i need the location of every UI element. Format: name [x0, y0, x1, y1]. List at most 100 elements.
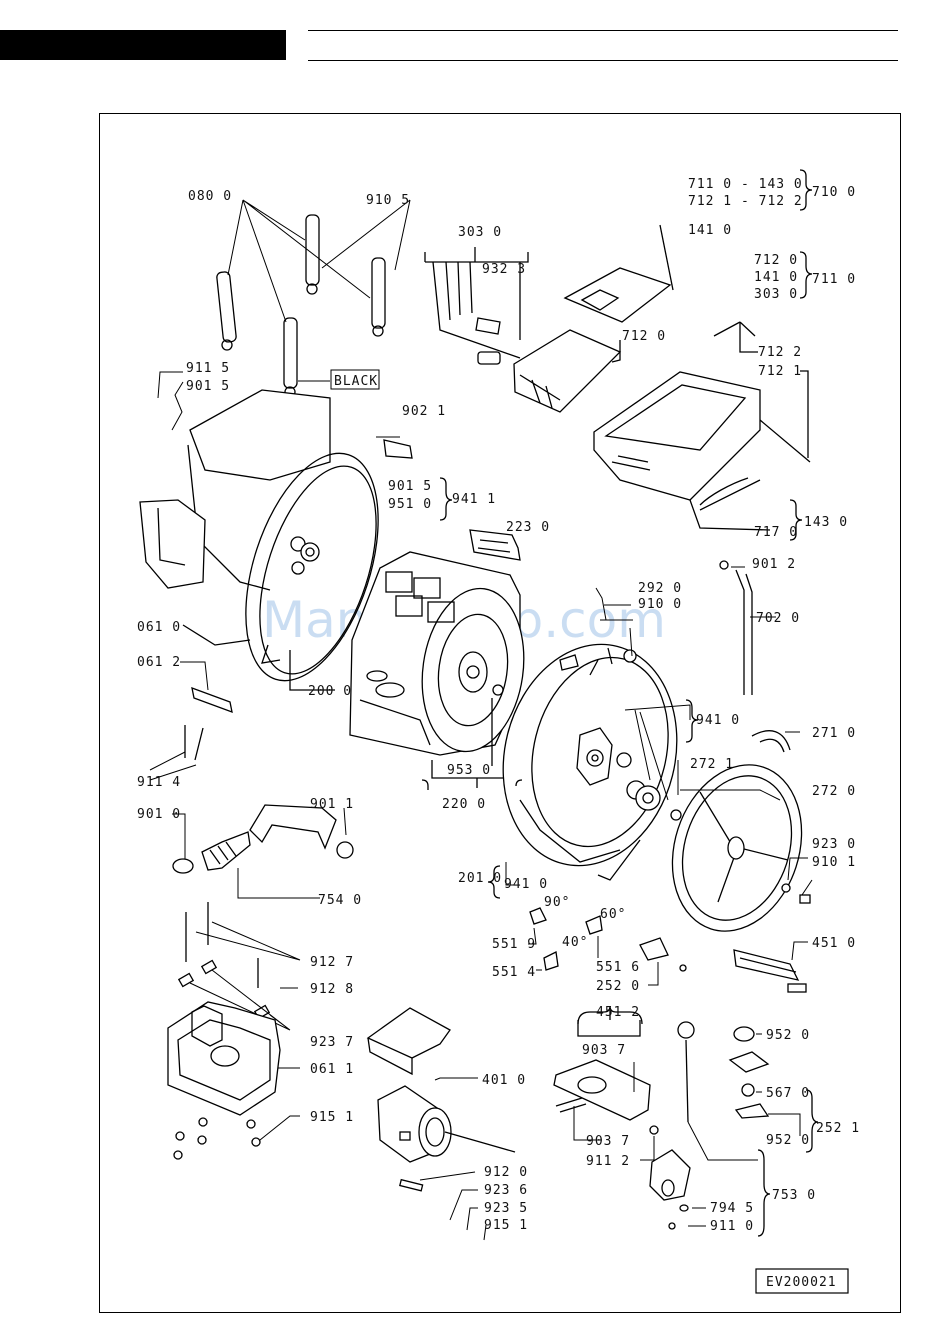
label-5516: 551 6 [596, 960, 640, 975]
label-7020: 702 0 [756, 611, 800, 626]
motor [366, 1007, 516, 1241]
label-9323: 932 3 [482, 262, 526, 277]
label-7530: 753 0 [772, 1188, 816, 1203]
header-rule-bottom [308, 60, 898, 61]
label-2721: 272 1 [690, 757, 734, 772]
label-9410-bottom: 941 0 [504, 877, 548, 892]
label-9411: 941 1 [452, 492, 496, 507]
label-5514: 551 4 [492, 965, 536, 980]
label-4512: 451 2 [596, 1005, 640, 1020]
label-7170: 717 0 [754, 525, 798, 540]
detergent-dispenser [424, 224, 811, 531]
hoses [699, 477, 776, 695]
counterweight-2230 [469, 529, 521, 561]
label-90deg: 90° [544, 895, 570, 910]
label-7122: 712 2 [758, 345, 802, 360]
thermostat-switches [528, 907, 687, 986]
label-9105: 910 5 [366, 193, 410, 208]
label-black: BLACK [334, 374, 378, 389]
label-9101: 910 1 [812, 855, 856, 870]
label-9100: 910 0 [638, 597, 682, 612]
label-5519: 551 9 [492, 937, 536, 952]
label-2920: 292 0 [638, 581, 682, 596]
label-9235: 923 5 [484, 1201, 528, 1216]
label-4010: 401 0 [482, 1073, 526, 1088]
label-9015-top: 901 5 [186, 379, 230, 394]
label-9520-top: 952 0 [766, 1028, 810, 1043]
clip-9021 [383, 439, 413, 459]
label-7121: 712 1 [758, 364, 802, 379]
label-7110-1430: 711 0 - 143 0 [688, 177, 803, 192]
label-3030-group: 303 0 [754, 287, 798, 302]
label-7540: 754 0 [318, 893, 362, 908]
label-7120: 712 0 [622, 329, 666, 344]
label-40deg: 40° [562, 935, 588, 950]
rear-tub-and-control-box [139, 389, 379, 691]
label-9011: 901 1 [310, 797, 354, 812]
label-9112: 911 2 [586, 1154, 630, 1169]
label-7100: 710 0 [812, 185, 856, 200]
doc-code-box [755, 1268, 849, 1294]
label-9015: 901 5 [388, 479, 432, 494]
part-labels: 080 0 910 5 303 0 932 3 141 0 711 0 - 14… [137, 177, 860, 1234]
label-9236: 923 6 [484, 1183, 528, 1198]
label-9230: 923 0 [812, 837, 856, 852]
label-2720: 272 0 [812, 784, 856, 799]
label-9114: 911 4 [137, 775, 181, 790]
drum [349, 551, 525, 788]
label-0612: 061 2 [137, 655, 181, 670]
label-9037-bottom: 903 7 [586, 1134, 630, 1149]
label-7121-7122: 712 1 - 712 2 [688, 194, 803, 209]
label-9021: 902 1 [402, 404, 446, 419]
label-2521: 252 1 [816, 1121, 860, 1136]
label-9012: 901 2 [752, 557, 796, 572]
label-2710: 271 0 [812, 726, 856, 741]
label-9510: 951 0 [388, 497, 432, 512]
label-2520: 252 0 [596, 979, 640, 994]
label-7945: 794 5 [710, 1201, 754, 1216]
label-2200: 220 0 [442, 797, 486, 812]
counterweight-ribs [477, 539, 511, 553]
label-0800: 080 0 [188, 189, 232, 204]
header-rule-top [308, 30, 898, 31]
diagram-frame [99, 113, 901, 1313]
header-black-bar [0, 30, 286, 60]
label-2000: 200 0 [308, 684, 352, 699]
label-2230: 223 0 [506, 520, 550, 535]
label-9410-right: 941 0 [696, 713, 740, 728]
label-9151-right: 915 1 [484, 1218, 528, 1233]
drain-pump-and-bracket [553, 1010, 758, 1230]
label-9151-left: 915 1 [310, 1110, 354, 1125]
shock-absorbers [216, 214, 386, 398]
label-3030: 303 0 [458, 225, 502, 240]
label-9120: 912 0 [484, 1165, 528, 1180]
left-small-parts [149, 661, 354, 899]
label-7120-group: 712 0 [754, 253, 798, 268]
label-2010: 201 0 [458, 871, 502, 886]
label-60deg: 60° [600, 907, 626, 922]
base-block-and-bolts [167, 902, 301, 1160]
pulley-and-belt [671, 730, 803, 932]
label-9010: 901 0 [137, 807, 181, 822]
label-0610: 061 0 [137, 620, 181, 635]
label-1410-group: 141 0 [754, 270, 798, 285]
label-9127: 912 7 [310, 955, 354, 970]
label-1430: 143 0 [804, 515, 848, 530]
label-1410: 141 0 [688, 223, 732, 238]
label-9520-bottom: 952 0 [766, 1133, 810, 1148]
label-4510: 451 0 [812, 936, 856, 951]
heater-and-sensors [728, 857, 813, 1136]
label-5670: 567 0 [766, 1086, 810, 1101]
doc-code: EV200021 [766, 1275, 837, 1290]
label-0611: 061 1 [310, 1062, 354, 1077]
label-9115: 911 5 [186, 361, 230, 376]
label-7110: 711 0 [812, 272, 856, 287]
label-9128: 912 8 [310, 982, 354, 997]
label-9237: 923 7 [310, 1035, 354, 1050]
front-tub [502, 587, 691, 886]
label-9110: 911 0 [710, 1219, 754, 1234]
black-tag-box [330, 369, 380, 390]
brace-marks [421, 169, 819, 1237]
label-9037-top: 903 7 [582, 1043, 626, 1058]
